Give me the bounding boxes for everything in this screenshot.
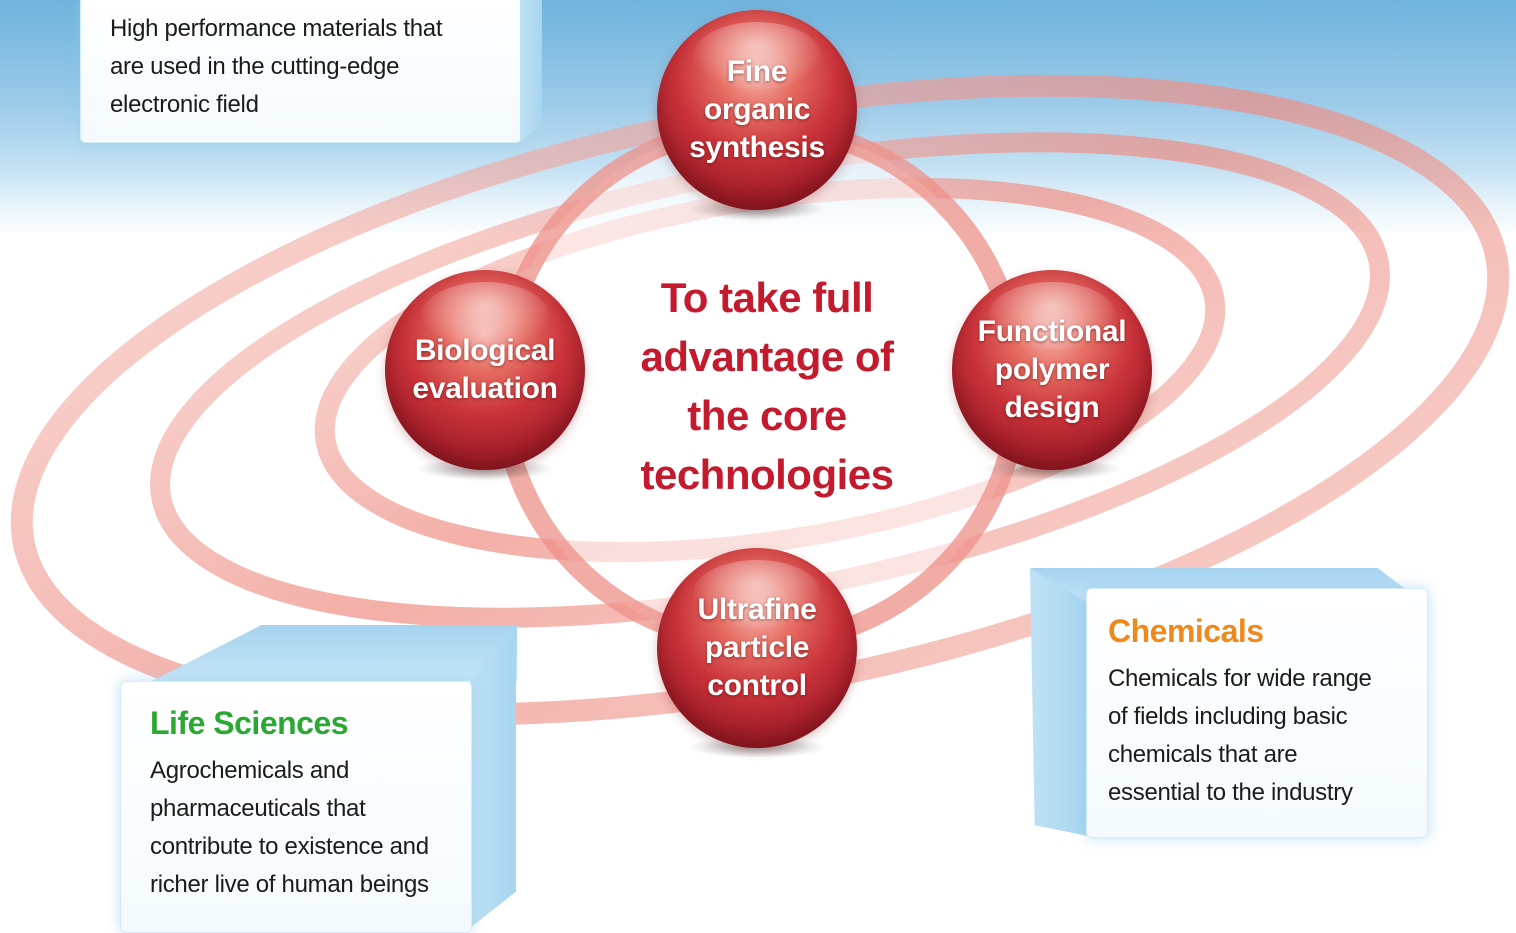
box-chemicals: Chemicals Chemicals for wide range of fi… bbox=[1030, 568, 1430, 838]
desc-line: High performance materials that bbox=[110, 15, 443, 42]
desc-line: chemicals that are bbox=[1108, 741, 1298, 768]
desc-line: pharmaceuticals that bbox=[150, 795, 366, 822]
box-side bbox=[470, 625, 516, 928]
box-electronic-materials: High performance materials that are used… bbox=[80, 0, 542, 150]
box-life-sciences: Life Sciences Agrochemicals and pharmace… bbox=[120, 625, 520, 933]
desc-line: of fields including basic bbox=[1108, 703, 1348, 730]
box-top bbox=[152, 625, 517, 681]
chemicals-title: Chemicals bbox=[1108, 613, 1264, 649]
desc-line: Chemicals for wide range bbox=[1108, 665, 1372, 692]
life-sciences-description: Agrochemicals and pharmaceuticals that c… bbox=[150, 752, 429, 904]
box-side bbox=[520, 0, 542, 142]
desc-line: Agrochemicals and bbox=[150, 757, 350, 784]
box-face bbox=[1086, 588, 1428, 838]
desc-line: are used in the cutting-edge bbox=[110, 53, 400, 80]
desc-line: electronic field bbox=[110, 91, 259, 118]
chemicals-description: Chemicals for wide range of fields inclu… bbox=[1108, 660, 1372, 812]
box-side bbox=[1030, 568, 1088, 836]
desc-line: richer live of human beings bbox=[150, 871, 429, 898]
electronic-description: High performance materials that are used… bbox=[110, 10, 442, 124]
box-face bbox=[120, 681, 472, 933]
heading-line: the core bbox=[687, 392, 847, 439]
desc-line: essential to the industry bbox=[1108, 779, 1353, 806]
heading-line: technologies bbox=[640, 451, 894, 498]
desc-line: contribute to existence and bbox=[150, 833, 429, 860]
heading-line: advantage of bbox=[640, 333, 894, 380]
core-technologies-heading: To take full advantage of the core techn… bbox=[597, 268, 937, 504]
life-sciences-title: Life Sciences bbox=[150, 705, 349, 741]
heading-line: To take full bbox=[660, 274, 874, 321]
box-face bbox=[80, 0, 522, 143]
